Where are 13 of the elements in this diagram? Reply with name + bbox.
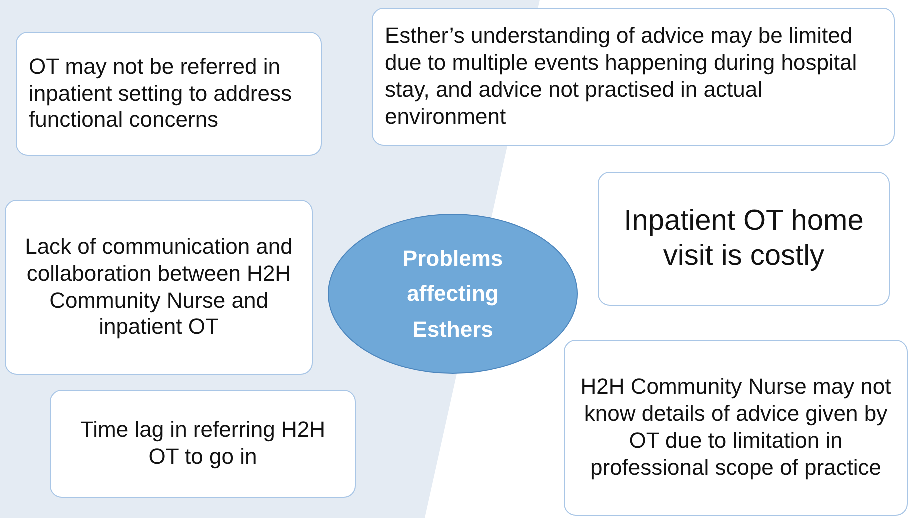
problem-text: Esther’s understanding of advice may be limited due to multiple events happening during hospital stay, and advice not practised in actual environment [385,23,858,131]
problem-text: Time lag in referring H2H OT to go in [80,417,326,471]
problem-box [5,200,313,375]
problem-box [372,8,895,146]
center-title: Problems affecting Esthers [402,245,504,344]
problem-text: OT may not be referred in inpatient setting to address functional concerns [29,54,293,134]
problem-box [16,32,322,156]
problem-box [564,340,908,516]
problem-text: H2H Community Nurse may not know details of advice given by OT due to limitation in professional scope of practice [580,374,892,482]
problem-box [598,172,890,306]
problem-text: Inpatient OT home visit is costly [623,204,865,274]
problem-text: Lack of communication and collaboration between H2H Community Nurse and inpatient OT [24,234,294,342]
problem-box [50,390,356,498]
